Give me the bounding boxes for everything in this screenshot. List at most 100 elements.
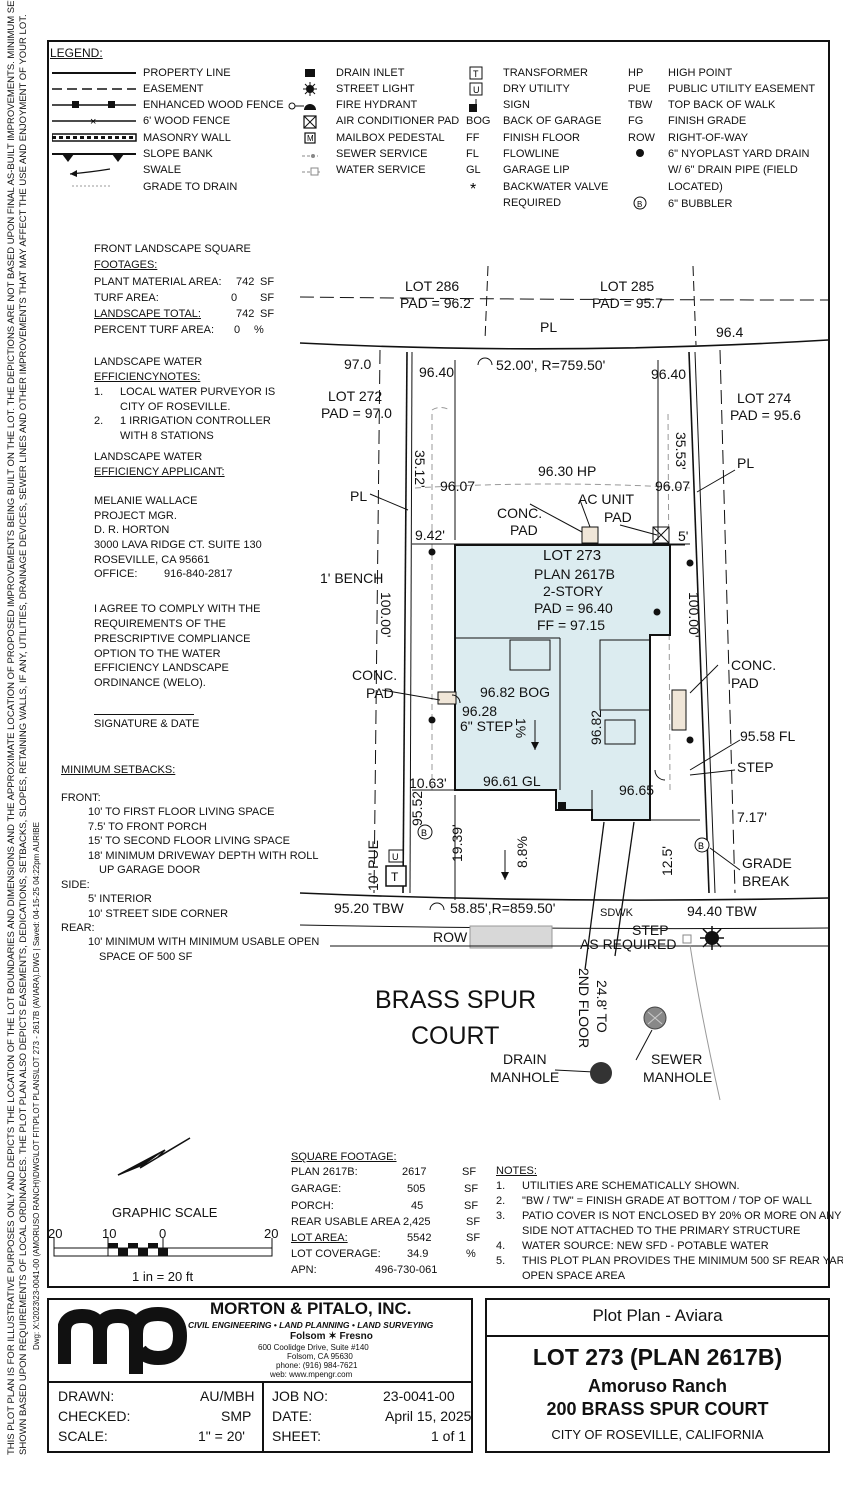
- sqft-unit: SF: [464, 1183, 479, 1195]
- company-offices: Folsom ✶ Fresno: [290, 1331, 373, 1342]
- water-note-num: 2.: [94, 415, 104, 427]
- second-floor-dim-2: 2ND FLOOR: [576, 968, 592, 1049]
- date-value: April 15, 2025: [385, 1408, 472, 1424]
- svg-text:U: U: [473, 85, 480, 95]
- fire-hydrant-icon: [288, 102, 316, 110]
- conc-pad-left-label-2: PAD: [366, 685, 394, 701]
- legend-finish-floor: FINISH FLOOR: [503, 132, 581, 144]
- company-address-2: Folsom, CA 95630: [287, 1352, 353, 1361]
- svg-text:U: U: [392, 852, 399, 862]
- bench-label: 1' BENCH: [320, 570, 384, 586]
- setback-front-item: UP GARAGE DOOR: [99, 864, 201, 876]
- svg-text:M: M: [307, 134, 314, 143]
- yard-drain-icon: [636, 149, 644, 157]
- elevation-label: 96.82: [588, 709, 604, 745]
- landscape-row-label: TURF AREA:: [94, 292, 159, 304]
- leader-line: [689, 664, 719, 694]
- dry-utility-icon: U: [469, 82, 483, 96]
- note-number: 3.: [496, 1210, 506, 1222]
- mailbox-icon: M: [304, 132, 316, 144]
- elevation-label: 95.52: [409, 790, 425, 826]
- yard-drain-icon: [428, 548, 436, 556]
- lot-273-label: LOT 273: [543, 547, 602, 564]
- landscape-title-2: FOOTAGES:: [94, 259, 158, 271]
- door-swing: [451, 694, 461, 704]
- note-text: PATIO COVER IS NOT ENCLOSED BY 20% OR MO…: [522, 1210, 842, 1222]
- note-text: SIDE NOT ATTACHED TO THE PRIMARY STRUCTU…: [522, 1225, 801, 1237]
- legend-abbr-bog: BOG: [466, 115, 491, 127]
- scale-tick: 20: [48, 1226, 63, 1241]
- sqft-label: GARAGE:: [291, 1183, 342, 1195]
- legend-field-located: LOCATED): [668, 181, 723, 193]
- legend-col3-icons: T U *: [469, 66, 483, 196]
- step-label: 6" STEP: [460, 718, 514, 734]
- applicant-line: ROSEVILLE, CA 95661: [94, 554, 210, 566]
- setback-side-item: 5' INTERIOR: [88, 893, 152, 905]
- agree-line: I AGREE TO COMPLY WITH THE: [94, 603, 261, 615]
- finish-floor-label: FF = 97.15: [537, 617, 606, 633]
- scale-label: SCALE:: [58, 1428, 108, 1444]
- left-fence-line: [409, 351, 413, 894]
- applicant-line: PROJECT MGR.: [94, 510, 177, 522]
- setback-rear-item: SPACE OF 500 SF: [99, 951, 193, 963]
- elevation-label: 96.40: [419, 364, 455, 380]
- water-note-num: 1.: [94, 386, 104, 398]
- landscape-row-label: PLANT MATERIAL AREA:: [94, 276, 222, 288]
- plot-plan-title: Plot Plan - Aviara: [592, 1306, 723, 1325]
- title-block-divider: [485, 1335, 830, 1337]
- note-number: 4.: [496, 1240, 506, 1252]
- checked-label: CHECKED:: [58, 1408, 131, 1424]
- lot-286-label: LOT 286: [405, 278, 460, 294]
- drawn-value: AU/MBH: [200, 1388, 255, 1404]
- legend-property-line: PROPERTY LINE: [143, 67, 231, 79]
- water-service-icon: [302, 167, 320, 176]
- row-label: ROW: [433, 929, 468, 945]
- sqft-value: 34.9: [407, 1248, 429, 1260]
- legend-sign: SIGN: [503, 99, 530, 111]
- company-logo: [58, 1306, 188, 1374]
- drawing-frame: [47, 40, 830, 1288]
- bubbler-icon: B: [694, 837, 710, 853]
- pl-label: PL: [540, 319, 558, 335]
- note-text: THIS PLOT PLAN PROVIDES THE MINIMUM 500 …: [522, 1255, 843, 1267]
- bog-label: 96.82 BOG: [480, 684, 551, 700]
- checked-value: SMP: [221, 1408, 252, 1424]
- conc-pad-left: [437, 691, 457, 705]
- bubbler-icon: B: [633, 196, 647, 210]
- gutter-line: [689, 944, 721, 1101]
- dimension-side: 5': [678, 528, 689, 544]
- sqft-unit: SF: [466, 1216, 481, 1228]
- front-curve-label: 58.85',R=859.50': [450, 900, 556, 916]
- company-title-block: [47, 1298, 473, 1453]
- legend-swale: SWALE: [143, 164, 182, 176]
- legend-grade-to-drain: GRADE TO DRAIN: [143, 181, 238, 193]
- applicant-line: MELANIE WALLACE: [94, 495, 198, 507]
- lot-285-274-line: [692, 265, 697, 346]
- sqft-value: 505: [407, 1183, 426, 1195]
- job-label: JOB NO:: [272, 1388, 329, 1404]
- elevation-label: 96.07: [655, 478, 691, 494]
- conc-pad-label-2: PAD: [510, 522, 538, 538]
- office-label: OFFICE:: [94, 568, 138, 580]
- dimension-rear-right: 35.53': [673, 432, 689, 470]
- agree-line: OPTION TO THE WATER: [94, 648, 221, 660]
- company-web: web: www.mpengr.com: [270, 1370, 353, 1379]
- leader-line: [689, 739, 741, 771]
- water-notes-title-1: LANDSCAPE WATER: [94, 356, 203, 368]
- note-number: 5.: [496, 1255, 506, 1267]
- scale-tick: 20: [264, 1226, 279, 1241]
- interior-room: [509, 639, 551, 671]
- left-easement-line: [373, 349, 381, 894]
- slope-arrow-head: [501, 872, 509, 880]
- street-name-2: COURT: [411, 1022, 500, 1050]
- applicant-title-2: EFFICIENCY APPLICANT:: [94, 466, 225, 478]
- legend-mailbox: MAILBOX PEDESTAL: [336, 132, 445, 144]
- graphic-scale: [53, 1137, 273, 1257]
- legend-backwater-required: REQUIRED: [503, 197, 562, 209]
- setback-front-item: 18' MINIMUM DRIVEWAY DEPTH WITH ROLL: [88, 850, 319, 862]
- company-services: CIVIL ENGINEERING • LAND PLANNING • LAND…: [188, 1320, 434, 1330]
- water-service-icon: [682, 934, 692, 944]
- sqft-unit: SF: [464, 1200, 479, 1212]
- rear-curve-label: 52.00', R=759.50': [496, 357, 606, 373]
- legend-transformer: TRANSFORMER: [503, 67, 588, 79]
